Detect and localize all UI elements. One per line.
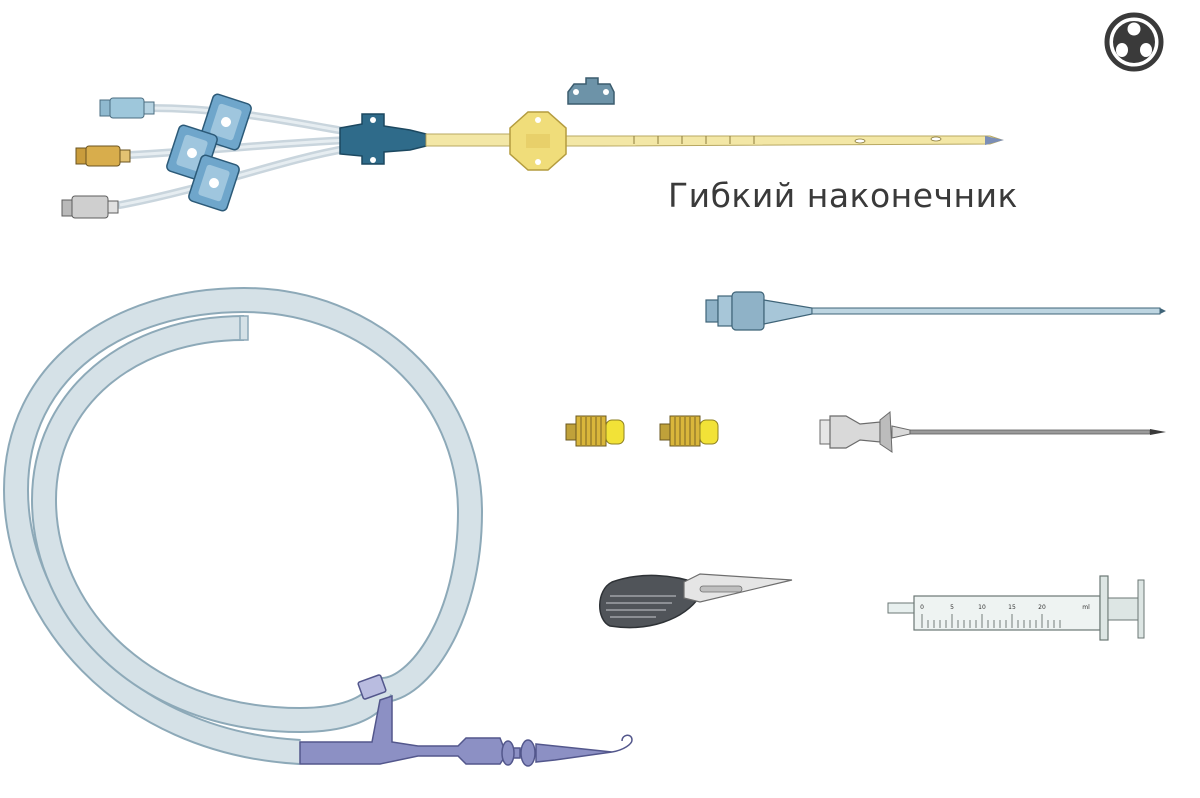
catheter-hub — [339, 113, 427, 165]
syringe: 0 5 10 15 20 ml — [887, 575, 1145, 641]
syringe-mark-0: 0 — [920, 604, 924, 611]
injection-cap-2 — [659, 415, 719, 447]
blue-luer-connector — [99, 97, 155, 119]
scalpel — [599, 573, 793, 629]
syringe-mark-10: 10 — [978, 604, 986, 611]
central-venous-catheter — [61, 77, 1004, 219]
syringe-mark-15: 15 — [1008, 604, 1016, 611]
suture-wing — [509, 111, 567, 171]
yellow-luer-connector — [75, 145, 131, 167]
catheter-fastener — [567, 77, 615, 105]
injection-cap-1 — [565, 415, 625, 447]
gray-luer-connector — [61, 195, 119, 219]
flexible-tip-caption: Гибкий наконечник — [668, 176, 1018, 215]
clamp-3 — [188, 154, 240, 212]
guidewire-loop — [2, 286, 633, 767]
syringe-unit: ml — [1082, 604, 1090, 611]
introducer-needle — [705, 291, 1166, 331]
three-lumen-logo-icon — [1104, 12, 1164, 72]
syringe-mark-20: 20 — [1038, 604, 1046, 611]
syringe-mark-5: 5 — [950, 604, 954, 611]
puncture-needle — [819, 410, 1166, 453]
